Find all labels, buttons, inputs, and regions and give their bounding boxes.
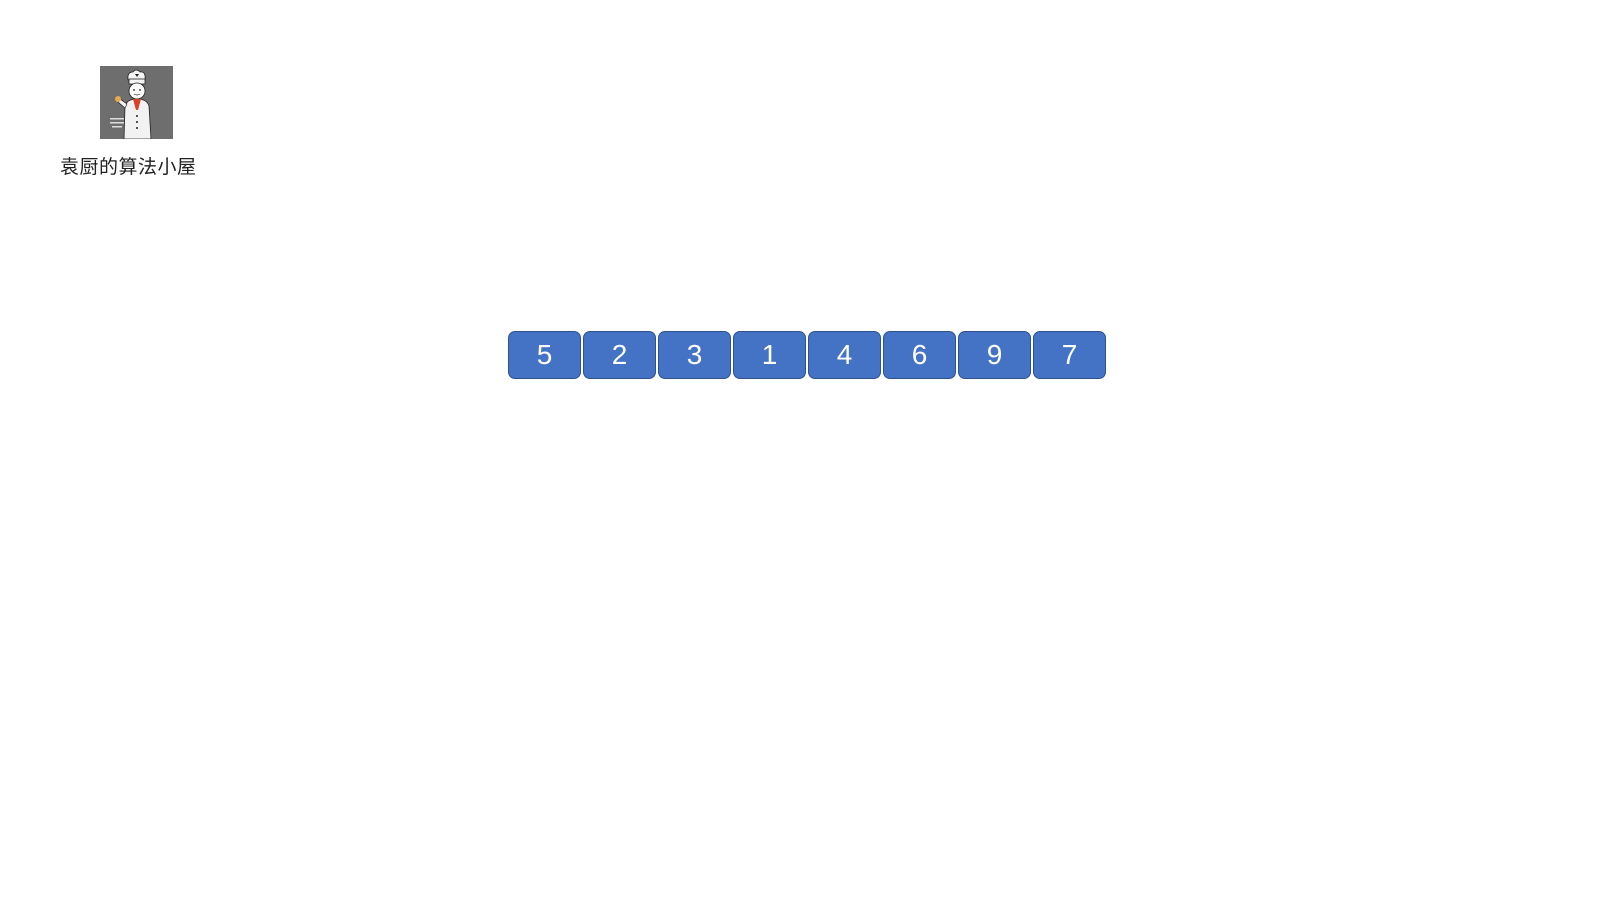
array-cell: 2 [583, 331, 656, 379]
array-cell: 4 [808, 331, 881, 379]
array-cell: 9 [958, 331, 1031, 379]
array-cell: 1 [733, 331, 806, 379]
array-cell: 6 [883, 331, 956, 379]
brand-label: 袁厨的算法小屋 [60, 156, 197, 178]
array-cell: 5 [508, 331, 581, 379]
array-cell: 3 [658, 331, 731, 379]
chef-avatar-icon [100, 66, 173, 139]
array-cell: 7 [1033, 331, 1106, 379]
